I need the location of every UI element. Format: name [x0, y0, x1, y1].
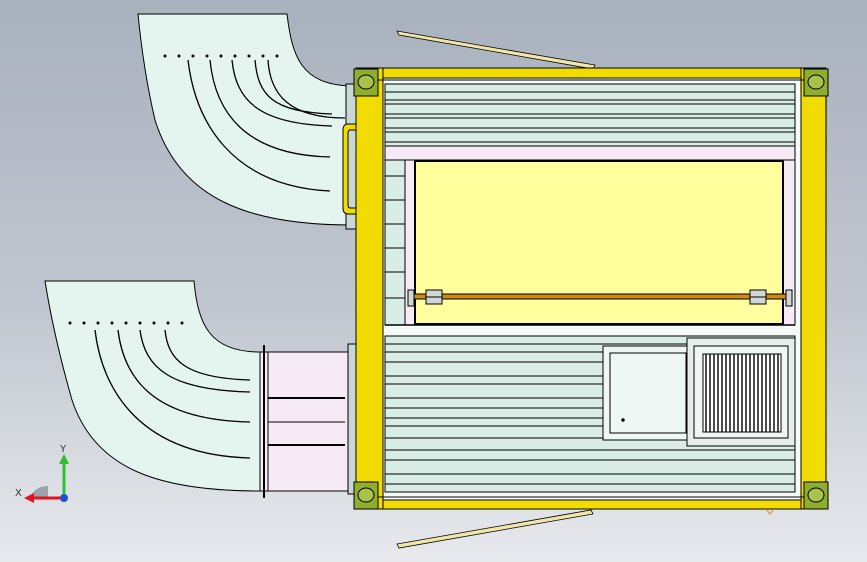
- container-body[interactable]: [353, 67, 829, 515]
- bottom-rod: [396, 509, 594, 549]
- x-axis-label: X: [15, 488, 22, 499]
- top-rod: [396, 30, 596, 70]
- y-axis-arrow: [59, 454, 69, 464]
- axis-triad: Y X: [15, 444, 69, 503]
- z-axis-dot: [60, 494, 68, 502]
- vent-hatch[interactable]: [602, 345, 694, 441]
- lower-duct-rivets: [68, 321, 184, 325]
- corner-castings: [353, 68, 829, 510]
- lower-duct: [44, 280, 357, 498]
- y-axis-label: Y: [59, 444, 67, 455]
- upper-duct: [137, 13, 353, 226]
- x-axis-arrow: [24, 493, 34, 503]
- hinge-rail: [407, 289, 793, 307]
- container-model[interactable]: [44, 13, 829, 549]
- door-panel[interactable]: [414, 160, 784, 325]
- vent-grille[interactable]: [686, 337, 796, 447]
- upper-louvers: [384, 83, 796, 147]
- upper-duct-rivets: [163, 54, 279, 58]
